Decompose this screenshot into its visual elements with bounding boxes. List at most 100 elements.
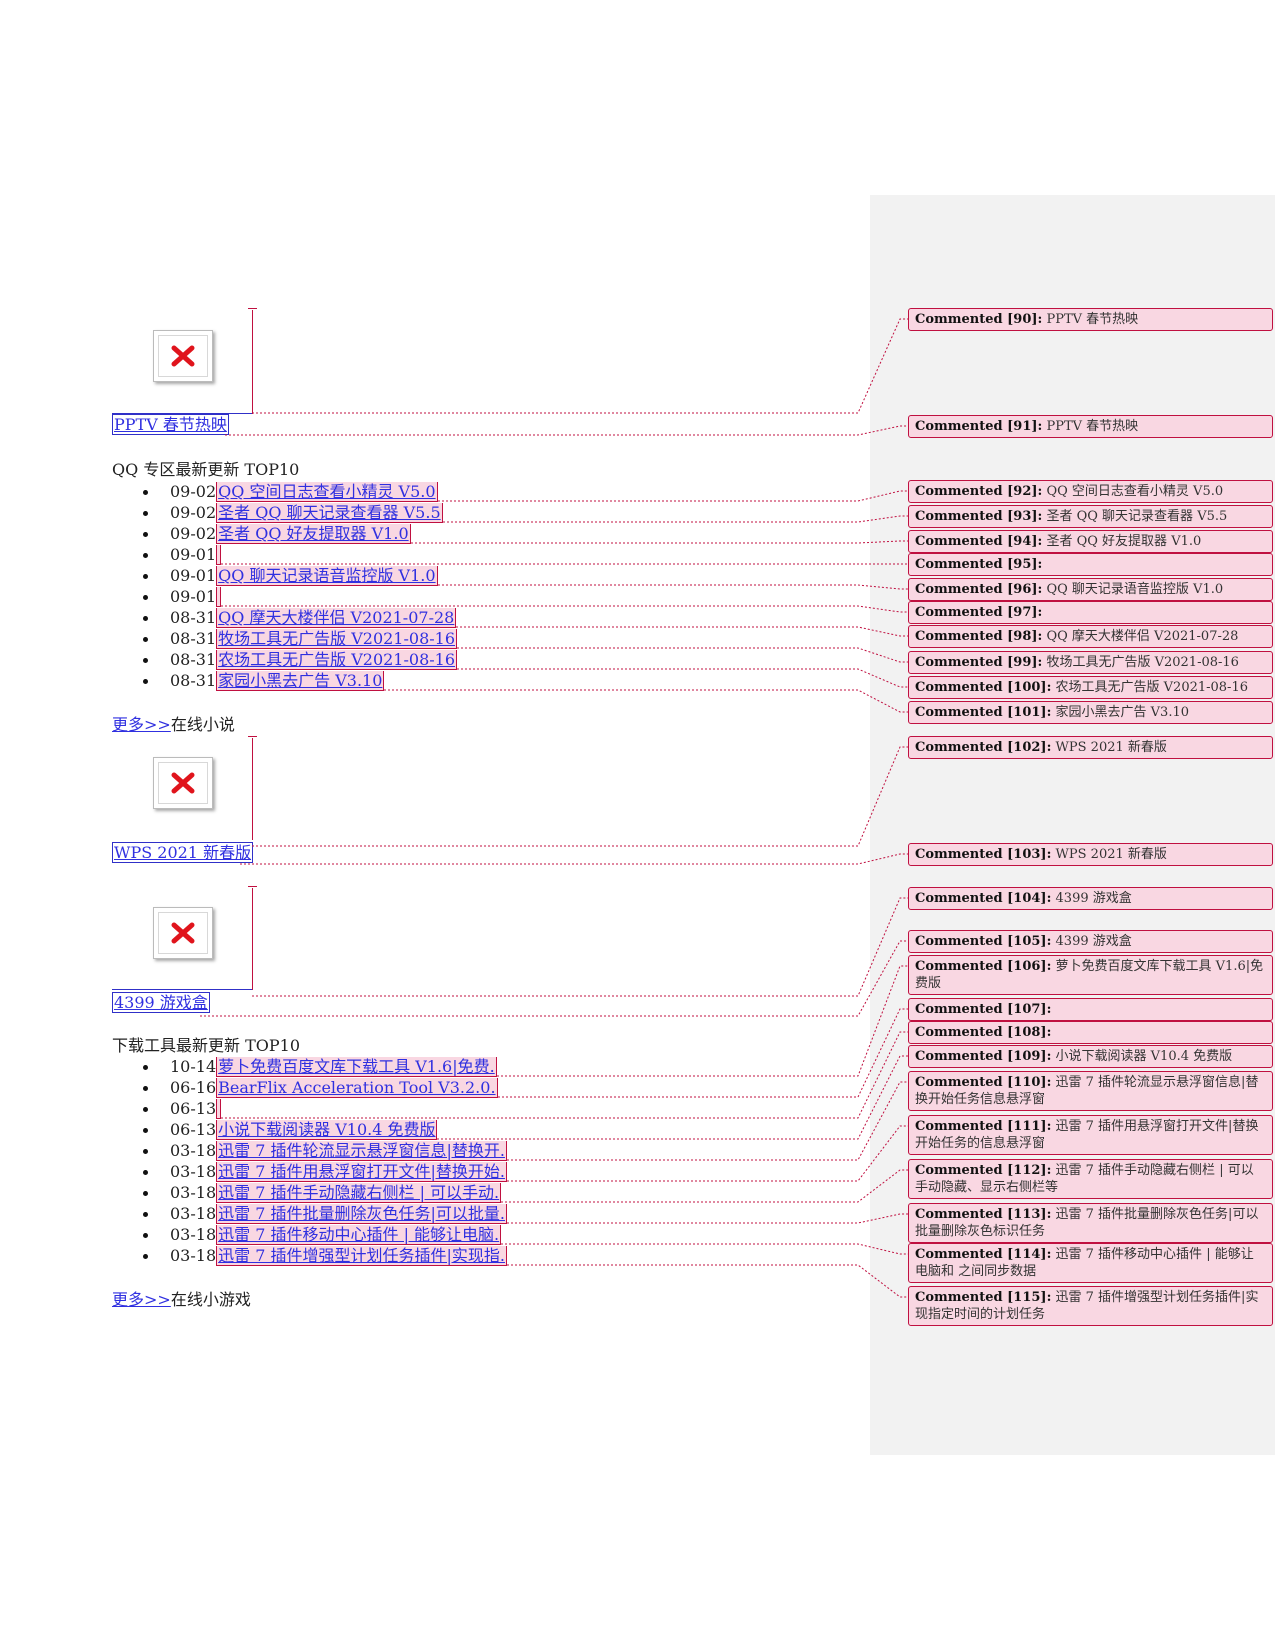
more-link-trailing-text: 在线小游戏 xyxy=(170,1290,251,1309)
item-title-link[interactable]: 萝卜免费百度文库下载工具 V1.6|免费. xyxy=(216,1057,497,1077)
item-date: 09-02 xyxy=(170,482,217,501)
item-title-link[interactable]: 迅雷 7 插件批量删除灰色任务|可以批量. xyxy=(216,1204,507,1224)
item-title-link[interactable]: BearFlix Acceleration Tool V3.2.0. xyxy=(216,1078,498,1098)
item-title-link[interactable]: QQ 空间日志查看小精灵 V5.0 xyxy=(216,482,438,502)
comment-balloon[interactable]: Commented [101]: 家园小黑去广告 V3.10 xyxy=(908,701,1273,724)
comment-balloon[interactable]: Commented [110]: 迅雷 7 插件轮流显示悬浮窗信息|替换开始任务… xyxy=(908,1071,1273,1111)
comment-leader xyxy=(252,318,908,414)
comment-text: WPS 2021 新春版 xyxy=(1051,740,1167,755)
list-bullet xyxy=(143,1149,148,1154)
list-bullet xyxy=(143,1065,148,1070)
list-bullet xyxy=(143,1191,148,1196)
download-section-heading: 下载工具最新更新 TOP10 xyxy=(112,1036,301,1055)
comment-balloon[interactable]: Commented [99]: 牧场工具无广告版 V2021-08-16 xyxy=(908,651,1273,674)
item-date: 06-13 xyxy=(170,1099,217,1118)
comment-leader xyxy=(497,965,908,1077)
item-title-link[interactable]: 圣者 QQ 好友提取器 V1.0 xyxy=(216,524,411,544)
comment-balloon[interactable]: Commented [111]: 迅雷 7 插件用悬浮窗打开文件|替换开始任务的… xyxy=(908,1115,1273,1155)
comment-label: Commented [100]: xyxy=(915,680,1052,695)
comment-text: QQ 摩天大楼伴侣 V2021-07-28 xyxy=(1042,629,1239,644)
comment-balloon[interactable]: Commented [114]: 迅雷 7 插件移动中心插件 | 能够让电脑和 … xyxy=(908,1243,1273,1283)
comment-balloon[interactable]: Commented [90]: PPTV 春节热映 xyxy=(908,308,1273,331)
comment-balloon[interactable]: Commented [94]: 圣者 QQ 好友提取器 V1.0 xyxy=(908,530,1273,553)
comment-label: Commented [111]: xyxy=(915,1119,1052,1134)
comment-balloon[interactable]: Commented [100]: 农场工具无广告版 V2021-08-16 xyxy=(908,676,1273,699)
comment-balloon[interactable]: Commented [98]: QQ 摩天大楼伴侣 V2021-07-28 xyxy=(908,625,1273,648)
item-date: 03-18 xyxy=(170,1183,217,1202)
item-date: 03-18 xyxy=(170,1141,217,1160)
item-title-empty xyxy=(216,587,222,607)
item-title-link[interactable]: QQ 聊天记录语音监控版 V1.0 xyxy=(216,566,438,586)
comment-leader xyxy=(507,1213,908,1224)
comment-balloon[interactable]: Commented [95]: xyxy=(908,553,1273,576)
comment-label: Commented [102]: xyxy=(915,740,1052,755)
comment-leader xyxy=(411,540,908,544)
comment-label: Commented [106]: xyxy=(915,959,1052,974)
comment-label: Commented [105]: xyxy=(915,934,1052,949)
comment-label: Commented [110]: xyxy=(915,1075,1052,1090)
comment-balloon[interactable]: Commented [106]: 萝卜免费百度文库下载工具 V1.6|免费版 xyxy=(908,955,1273,995)
comment-balloon[interactable]: Commented [92]: QQ 空间日志查看小精灵 V5.0 xyxy=(908,480,1273,503)
item-title-link[interactable]: 小说下载阅读器 V10.4 免费版 xyxy=(216,1120,438,1140)
pptv-link[interactable]: PPTV 春节热映 xyxy=(112,414,229,435)
item-date: 03-18 xyxy=(170,1225,217,1244)
wps-link[interactable]: WPS 2021 新春版 xyxy=(112,842,254,863)
item-title-link[interactable]: 农场工具无广告版 V2021-08-16 xyxy=(216,650,458,670)
comment-balloon[interactable]: Commented [103]: WPS 2021 新春版 xyxy=(908,843,1273,866)
list-bullet xyxy=(143,637,148,642)
item-title-link[interactable]: 圣者 QQ 聊天记录查看器 V5.5 xyxy=(216,503,443,523)
comment-balloon[interactable]: Commented [115]: 迅雷 7 插件增强型计划任务插件|实现指定时间… xyxy=(908,1286,1273,1326)
comment-balloon[interactable]: Commented [104]: 4399 游戏盒 xyxy=(908,887,1273,910)
link-range-mark xyxy=(112,989,252,990)
item-title-link[interactable]: 迅雷 7 插件轮流显示悬浮窗信息|替换开. xyxy=(216,1141,507,1161)
more-link-trailing-text: 在线小说 xyxy=(170,715,235,734)
list-bullet xyxy=(143,1254,148,1259)
list-bullet xyxy=(143,595,148,600)
list-bullet xyxy=(143,1086,148,1091)
item-title-link[interactable]: QQ 摩天大楼伴侣 V2021-07-28 xyxy=(216,608,457,628)
comment-balloon[interactable]: Commented [97]: xyxy=(908,601,1273,624)
item-title-link[interactable]: 牧场工具无广告版 V2021-08-16 xyxy=(216,629,458,649)
comment-text: WPS 2021 新春版 xyxy=(1051,847,1167,862)
link-range-mark xyxy=(112,413,252,414)
list-item: 09-01 xyxy=(170,545,222,565)
comment-text: 迅雷 7 插件移动中心插件 | 能够让电脑和 之间同步数据 xyxy=(915,1247,1254,1279)
item-title-link[interactable]: 迅雷 7 插件移动中心插件 | 能够让电脑. xyxy=(216,1225,502,1245)
comment-leader xyxy=(456,626,908,637)
item-date: 09-01 xyxy=(170,566,217,585)
comment-leader xyxy=(225,425,908,436)
comment-balloon[interactable]: Commented [105]: 4399 游戏盒 xyxy=(908,930,1273,953)
comment-balloon[interactable]: Commented [91]: PPTV 春节热映 xyxy=(908,415,1273,438)
more-link[interactable]: 更多>> xyxy=(112,715,171,734)
game-box-link[interactable]: 4399 游戏盒 xyxy=(112,992,210,1013)
broken-image-icon xyxy=(153,907,213,959)
comment-balloon[interactable]: Commented [113]: 迅雷 7 插件批量删除灰色任务|可以批量删除灰… xyxy=(908,1203,1273,1243)
comment-leader xyxy=(384,689,908,713)
comment-balloon[interactable]: Commented [108]: xyxy=(908,1021,1273,1044)
comment-text: 4399 游戏盒 xyxy=(1051,934,1132,949)
comment-balloon[interactable]: Commented [107]: xyxy=(908,998,1273,1021)
more-link-row-2: 更多>>在线小游戏 xyxy=(112,1290,251,1310)
comment-label: Commented [93]: xyxy=(915,509,1043,524)
comment-label: Commented [108]: xyxy=(915,1025,1052,1040)
item-title-link[interactable]: 迅雷 7 插件用悬浮窗打开文件|替换开始. xyxy=(216,1162,507,1182)
item-title-link[interactable]: 迅雷 7 插件增强型计划任务插件|实现指. xyxy=(216,1246,507,1266)
comment-balloon[interactable]: Commented [93]: 圣者 QQ 聊天记录查看器 V5.5 xyxy=(908,505,1273,528)
comment-balloon[interactable]: Commented [109]: 小说下载阅读器 V10.4 免费版 xyxy=(908,1045,1273,1068)
comment-balloon[interactable]: Commented [102]: WPS 2021 新春版 xyxy=(908,736,1273,759)
item-title-link[interactable]: 迅雷 7 插件手动隐藏右侧栏 | 可以手动. xyxy=(216,1183,502,1203)
item-date: 08-31 xyxy=(170,608,217,627)
comment-balloon[interactable]: Commented [96]: QQ 聊天记录语音监控版 V1.0 xyxy=(908,578,1273,601)
comment-label: Commented [103]: xyxy=(915,847,1052,862)
more-link[interactable]: 更多>> xyxy=(112,1290,171,1309)
item-title-link[interactable]: 家园小黑去广告 V3.10 xyxy=(216,671,385,691)
comment-balloon[interactable]: Commented [112]: 迅雷 7 插件手动隐藏右侧栏 | 可以手动隐藏… xyxy=(908,1159,1273,1199)
